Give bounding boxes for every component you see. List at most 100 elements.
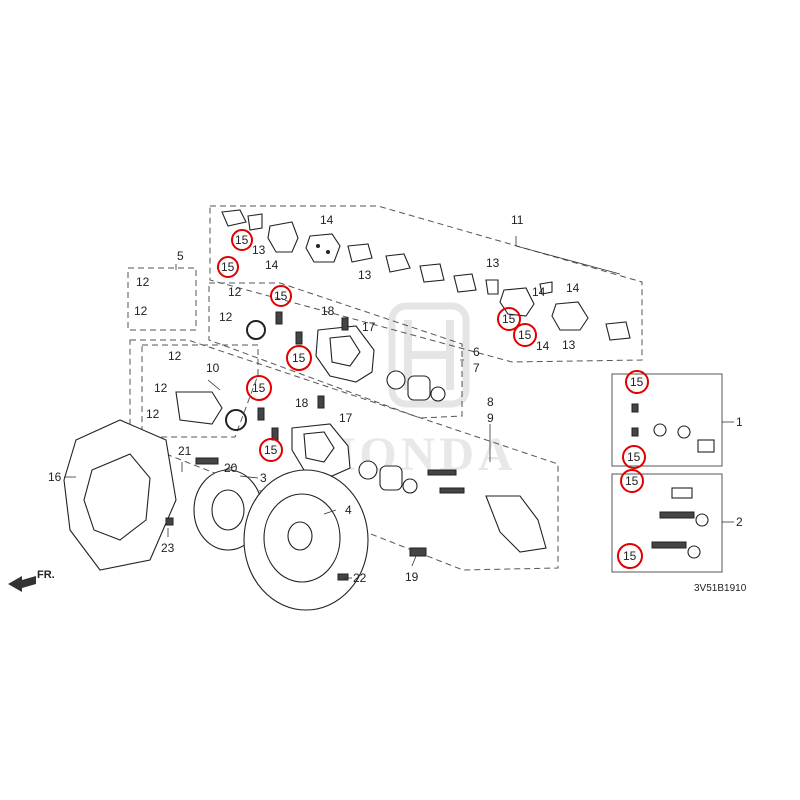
- shim-b: [385, 253, 411, 273]
- kit1-plate: [697, 439, 715, 453]
- piston-lower: [379, 465, 403, 491]
- front-direction-indicator: FR.: [8, 569, 55, 592]
- caliper-assembly-box-6-7: [208, 282, 463, 419]
- watermark-text: HONDA: [318, 428, 517, 481]
- hub-rotor-shield: [63, 419, 427, 611]
- pin-kit-box-2: [611, 473, 723, 573]
- kit1-bolt-a: [631, 403, 639, 413]
- highlight-15-e[interactable]: 15: [246, 375, 272, 401]
- hardware-kit-box-1: [611, 373, 723, 467]
- bolt-lower-a: [257, 407, 265, 421]
- callout-22: 22: [353, 571, 367, 585]
- callout-2: 2: [736, 515, 743, 529]
- callout-14-b: 14: [265, 258, 279, 272]
- callout-14-d: 14: [536, 339, 550, 353]
- callout-17-b: 17: [339, 411, 353, 425]
- shim-e: [605, 321, 631, 341]
- hardware-kits: [631, 403, 715, 559]
- highlighted-callouts: 15 15 15 15 15 15 15 15: [217, 229, 649, 569]
- diagram-code: 3V51B1910: [694, 583, 747, 594]
- callout-12-e: 12: [168, 349, 182, 363]
- highlight-15-c[interactable]: 15: [270, 285, 292, 307]
- callout-12-a: 12: [136, 275, 150, 289]
- bolt-18-upper: [341, 317, 349, 331]
- highlight-15-b[interactable]: 15: [217, 256, 239, 278]
- caliper-bracket: [485, 495, 547, 553]
- leader-lines: [64, 236, 734, 579]
- callout-16: 16: [48, 470, 62, 484]
- callout-14-e: 14: [532, 285, 546, 299]
- piston-seal-lower: [358, 460, 378, 480]
- highlight-15-h[interactable]: 15: [513, 323, 537, 347]
- brake-pad-set: [221, 209, 631, 341]
- callout-13-a: 13: [252, 243, 266, 257]
- brake-pad-inner: [267, 221, 299, 253]
- callout-12-c: 12: [228, 285, 242, 299]
- shim-c: [419, 263, 445, 283]
- splash-shield-inner: [83, 453, 151, 541]
- dust-boot-upper: [430, 386, 446, 402]
- kit1-ring-b: [677, 425, 691, 439]
- nut-23: [165, 517, 174, 526]
- bolt-18-lower: [317, 395, 325, 409]
- svg-text:15: 15: [623, 549, 637, 563]
- pad-shim-inner: [305, 233, 341, 263]
- svg-text:15: 15: [292, 351, 306, 365]
- highlight-15-j[interactable]: 15: [622, 445, 646, 469]
- svg-text:15: 15: [518, 328, 532, 342]
- callout-8: 8: [487, 395, 494, 409]
- bolt-upper: [295, 331, 303, 345]
- svg-text:15: 15: [627, 450, 641, 464]
- dust-boot-lower: [402, 478, 418, 494]
- callout-11: 11: [511, 213, 524, 227]
- svg-text:15: 15: [274, 289, 288, 303]
- highlight-15-d[interactable]: 15: [286, 345, 312, 371]
- callout-6: 6: [473, 345, 480, 359]
- callout-20: 20: [224, 461, 238, 475]
- highlight-15-l[interactable]: 15: [617, 543, 643, 569]
- kit2-boot-a: [695, 513, 709, 527]
- callout-13-c: 13: [486, 256, 500, 270]
- highlight-15-k[interactable]: 15: [620, 469, 644, 493]
- pad-clip: [247, 213, 263, 231]
- kit1-ring-a: [653, 423, 667, 437]
- pad-set-box-11: [209, 205, 643, 363]
- svg-text:15: 15: [221, 260, 235, 274]
- hub-bolt: [195, 457, 219, 465]
- callout-1: 1: [736, 415, 743, 429]
- callout-23: 23: [161, 541, 175, 555]
- callout-4: 4: [345, 503, 352, 517]
- shim-d: [453, 273, 477, 293]
- highlight-15-i[interactable]: 15: [625, 370, 649, 394]
- shim-a: [347, 243, 373, 263]
- callout-19: 19: [405, 570, 419, 584]
- callout-14-a: 14: [320, 213, 334, 227]
- callout-12-g: 12: [146, 407, 160, 421]
- rotor-center-bore: [287, 521, 313, 551]
- front-arrow-icon: [8, 576, 36, 592]
- screw-22: [337, 573, 349, 581]
- svg-text:15: 15: [264, 443, 278, 457]
- caliper-sub-10: [175, 391, 223, 425]
- kit2-pin-b: [651, 541, 687, 549]
- caliper-lower: [175, 391, 547, 553]
- o-ring-upper: [246, 320, 266, 340]
- callout-13-d: 13: [562, 338, 576, 352]
- svg-text:15: 15: [630, 375, 644, 389]
- highlight-15-g[interactable]: 15: [497, 307, 521, 331]
- callout-7: 7: [473, 361, 480, 375]
- pad-shim-outer: [551, 301, 589, 331]
- callout-12-f: 12: [154, 381, 168, 395]
- hub-center: [211, 489, 245, 531]
- highlight-15-a[interactable]: 15: [231, 229, 253, 251]
- kit2-plate: [671, 487, 693, 499]
- kit1-bolt-b: [631, 427, 639, 437]
- callout-17-a: 17: [362, 320, 376, 334]
- piston-upper: [407, 375, 431, 401]
- caliper-upper: [246, 311, 446, 402]
- callout-18-b: 18: [295, 396, 309, 410]
- callout-21: 21: [178, 444, 192, 458]
- caliper-piston-bore-lower: [303, 431, 335, 463]
- highlight-15-f[interactable]: 15: [259, 438, 283, 462]
